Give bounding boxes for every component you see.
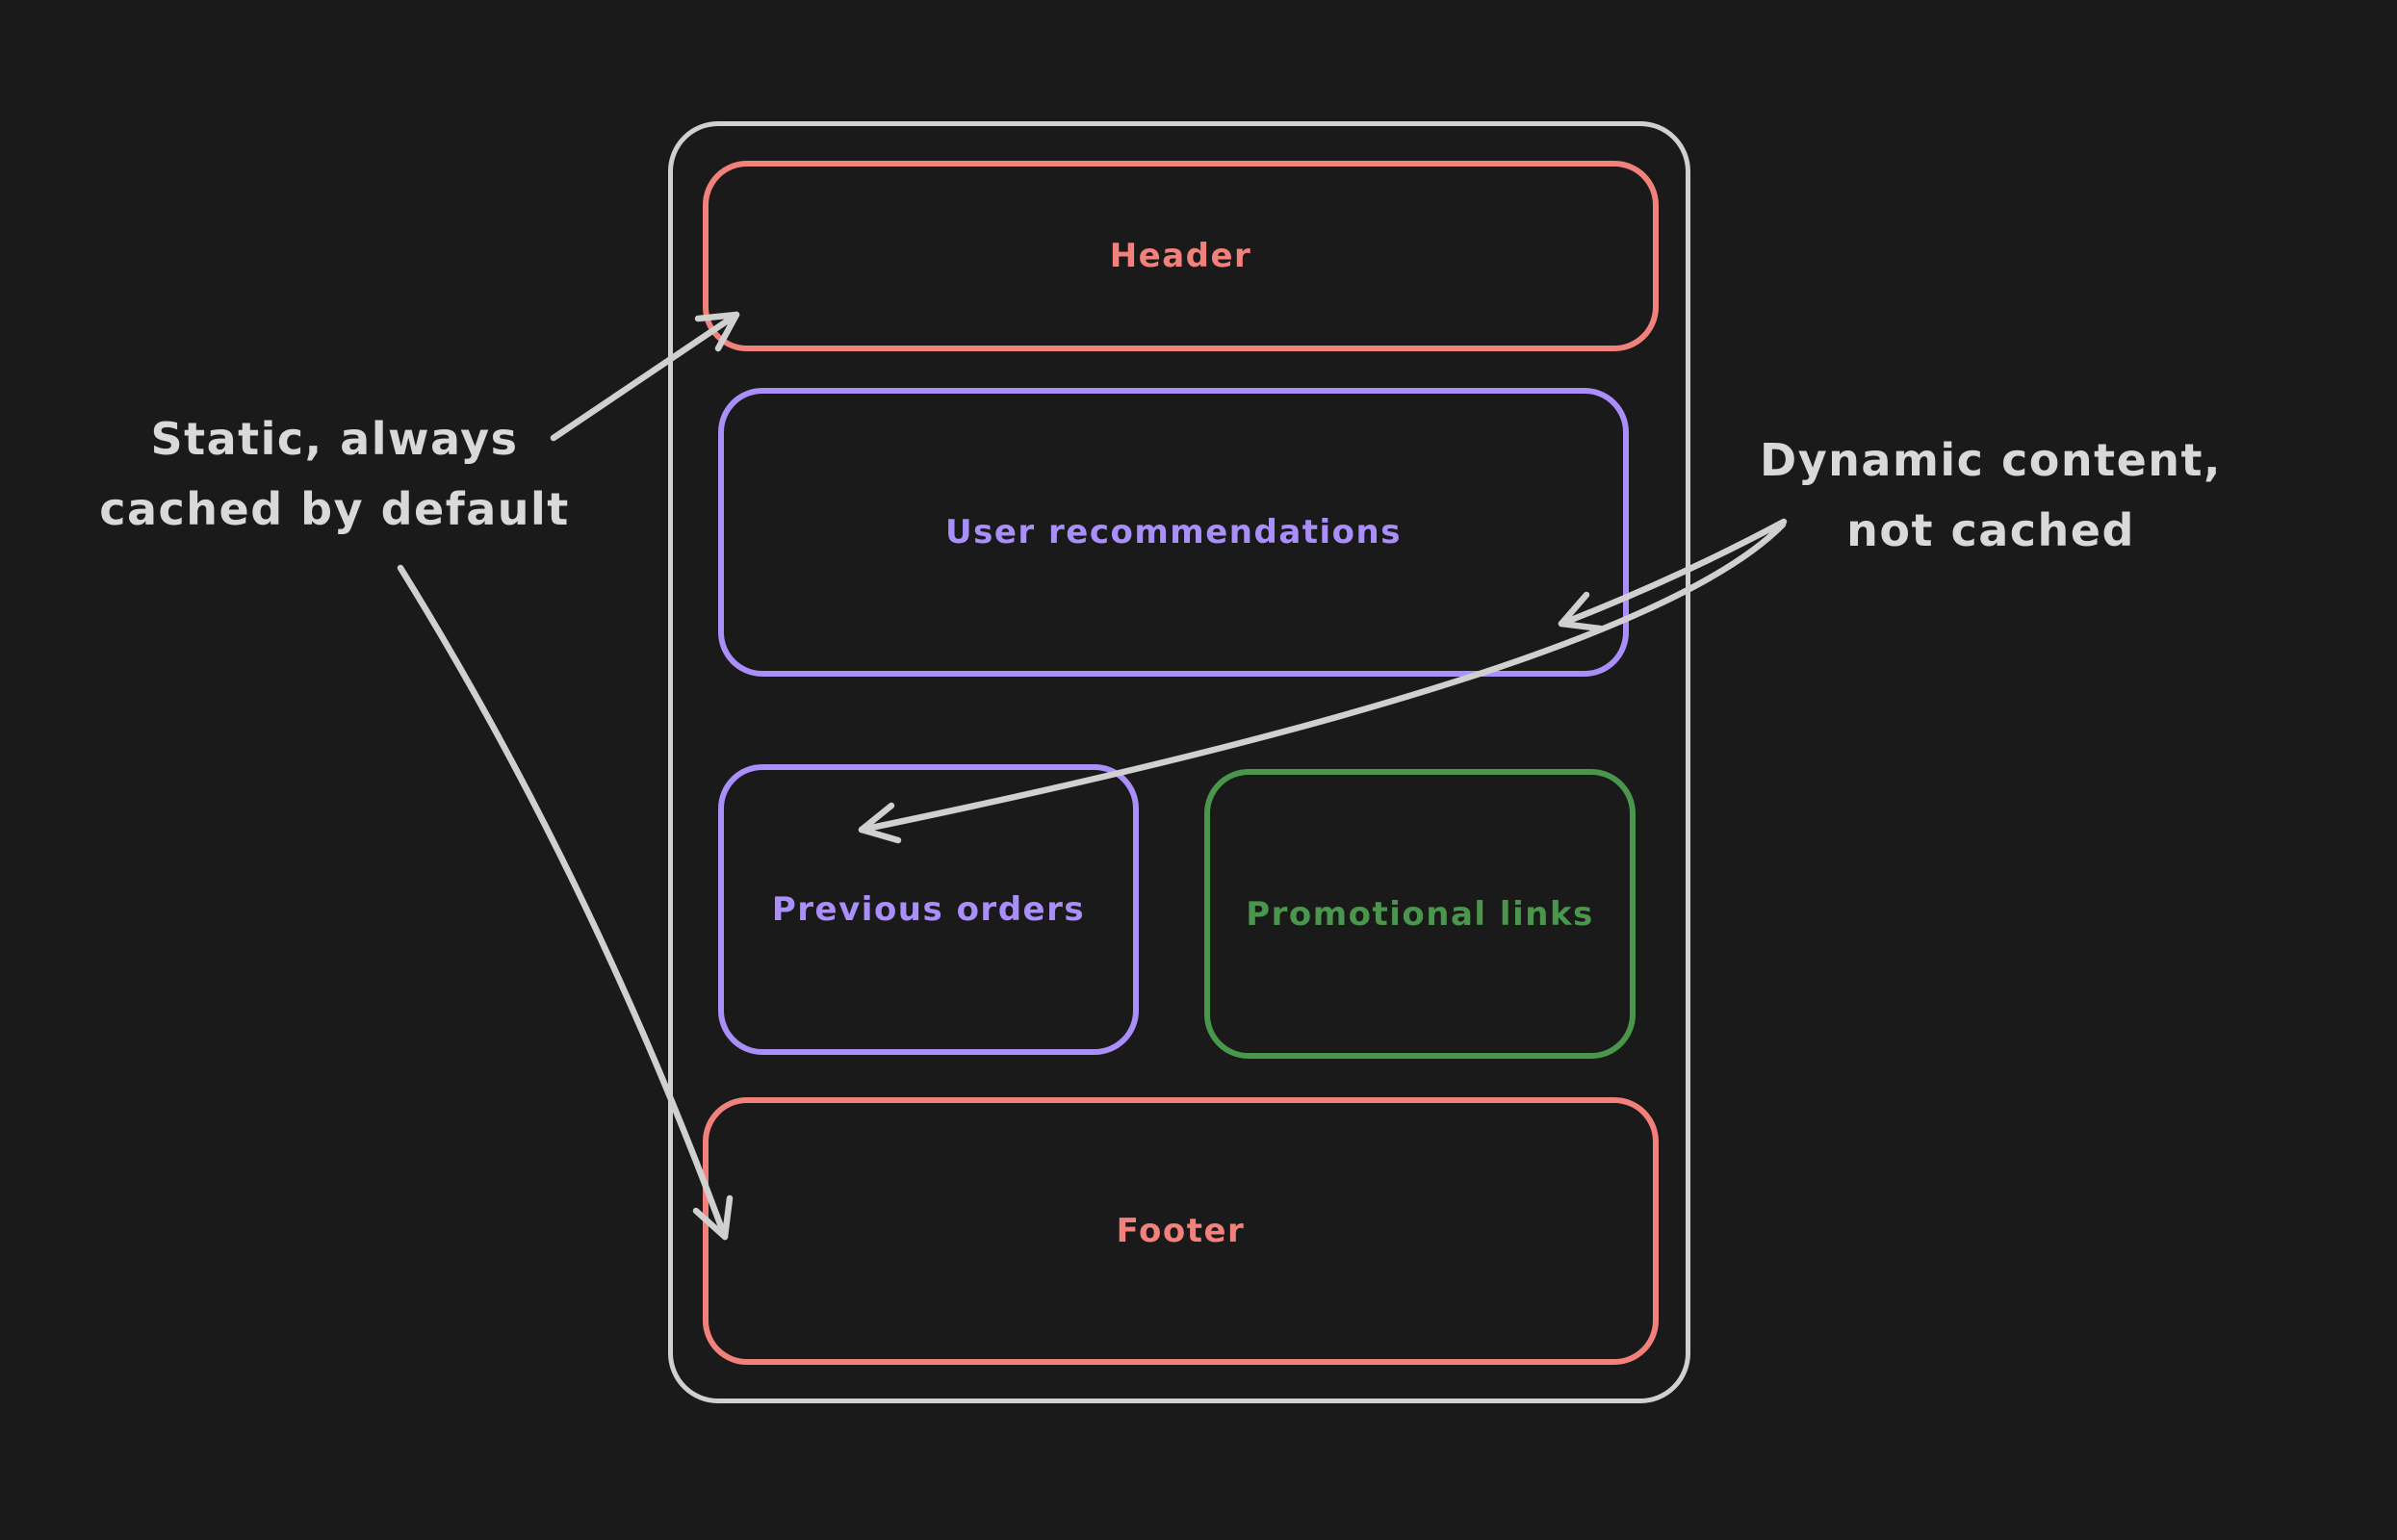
dynamic-not-cached-annotation-line2: not cached bbox=[1846, 504, 2135, 556]
footer-box-label: Footer bbox=[1116, 1212, 1246, 1250]
arrow-dynamic-to-previous-orders bbox=[858, 521, 1787, 844]
previous-orders-box: Previous orders bbox=[718, 764, 1139, 1055]
static-cached-annotation: Static, always cached by default bbox=[82, 404, 587, 545]
user-recommendations-box: User recommendations bbox=[718, 388, 1629, 677]
user-recommendations-box-label: User recommendations bbox=[945, 513, 1402, 552]
arrowhead-icon bbox=[692, 1194, 734, 1241]
arrowhead-icon bbox=[858, 802, 902, 844]
header-box-label: Header bbox=[1109, 237, 1252, 275]
static-cached-annotation-line2: cached by default bbox=[99, 483, 570, 535]
static-cached-annotation-line1: Static, always bbox=[150, 413, 519, 465]
arrowhead-icon bbox=[1558, 591, 1604, 632]
promotional-links-box: Promotional links bbox=[1204, 769, 1636, 1059]
previous-orders-box-label: Previous orders bbox=[771, 890, 1086, 929]
arrow-static-to-footer bbox=[397, 564, 734, 1241]
promotional-links-box-label: Promotional links bbox=[1246, 894, 1594, 934]
arrowhead-icon bbox=[694, 311, 740, 352]
footer-box: Footer bbox=[703, 1097, 1659, 1365]
webpage-frame bbox=[668, 121, 1690, 1403]
dynamic-not-cached-annotation-line1: Dynamic content, bbox=[1760, 434, 2222, 486]
header-box: Header bbox=[703, 161, 1659, 351]
arrow-dynamic-to-user-recommendations bbox=[1558, 518, 1788, 632]
dynamic-not-cached-annotation: Dynamic content, not cached bbox=[1740, 425, 2241, 566]
arrow-static-to-header bbox=[550, 311, 740, 442]
